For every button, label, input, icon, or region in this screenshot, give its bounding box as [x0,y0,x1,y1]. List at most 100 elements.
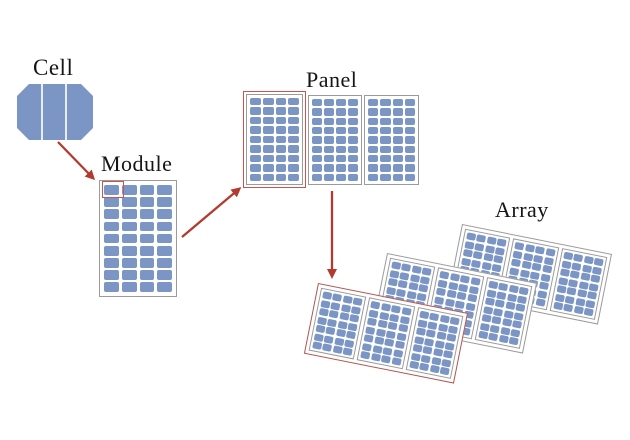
pv-cell [483,253,494,262]
pv-cell [398,279,409,289]
pv-cell [420,354,431,363]
pv-cell [486,236,497,245]
pv-cell [506,292,517,302]
pv-cell [562,251,574,261]
pv-cell [250,164,261,172]
pv-cell [401,263,412,272]
pv-cell [541,264,553,274]
pv-cell [498,282,509,292]
pv-cell [459,274,471,284]
pv-cell [417,318,428,328]
pv-cell [380,108,391,116]
pv-cell [104,233,119,244]
pv-cell [540,273,551,282]
pv-cell [476,234,487,243]
pv-cell [444,341,455,351]
pv-cell [498,334,509,344]
pv-cell [121,221,137,232]
pv-cell [385,330,397,339]
pv-cell [410,352,421,361]
pv-cell [406,290,417,299]
pv-cell [380,136,391,144]
pv-cell [348,136,358,144]
pv-cell [288,116,299,125]
pv-cell [368,145,379,153]
pv-cell [397,323,409,333]
pv-cell [543,256,554,266]
pv-cell [418,284,429,293]
pv-cell [250,145,261,153]
pv-cell [556,284,567,294]
pv-cell [471,259,482,268]
pv-cell [382,346,393,356]
pv-cell [533,254,544,263]
pv-cell [531,262,542,272]
pv-cell [473,250,484,260]
pv-cell [576,289,587,298]
pv-cell [580,272,591,281]
pv-cell [573,305,584,315]
pv-cell [368,173,379,181]
pv-cell [488,332,499,342]
pv-cell [139,282,155,292]
pv-cell [250,98,261,106]
pv-cell [288,98,299,106]
pv-cell [368,99,379,107]
pv-cell [324,173,334,181]
pv-cell [324,164,334,172]
pv-cell [324,127,334,135]
pv-cell [404,164,415,172]
pv-cell [104,270,119,280]
pv-cell [324,99,334,107]
pv-cell [250,126,261,134]
pv-cell [318,307,329,317]
pv-cell [363,334,374,343]
pv-cell [535,298,546,307]
pv-cell [534,245,546,255]
pv-cell [250,107,261,115]
pv-cell [157,245,172,256]
pv-cell [121,185,137,195]
pv-cell [336,108,346,116]
pv-cell [590,274,601,284]
pv-cell [384,338,395,347]
pv-cell [349,314,360,323]
pv-cell [566,286,577,296]
pv-cell [381,355,392,364]
pv-cell [334,337,345,346]
pv-cell [424,337,435,347]
pv-cell [250,154,261,163]
pv-cell [121,258,137,268]
panel-module-1 [246,94,303,185]
pv-cell [348,99,358,107]
pv-cell [484,297,495,306]
pv-cell [368,155,379,163]
pv-cell [538,281,549,291]
pv-cell [491,263,503,273]
pv-cell [468,285,479,295]
pv-cell [157,197,172,207]
pv-cell [432,348,443,357]
pv-cell [487,280,499,290]
pv-cell [157,258,172,268]
pv-cell [322,343,333,352]
pv-cell [347,322,359,332]
pv-cell [348,127,358,135]
pv-cell [591,266,603,275]
pv-cell [386,286,397,295]
cell-label: Cell [33,55,74,80]
pv-cell [380,164,391,172]
pv-cell [512,250,523,259]
pv-cell [501,318,512,327]
pv-cell [324,334,335,344]
pv-cell [420,275,431,285]
pv-cell [392,136,403,144]
pv-cell [509,266,520,276]
pv-cell [411,265,422,274]
pv-cell [441,358,452,368]
pv-cell [436,331,447,340]
pv-cell [121,197,137,207]
pv-cell [312,99,322,107]
array-module [474,277,533,349]
